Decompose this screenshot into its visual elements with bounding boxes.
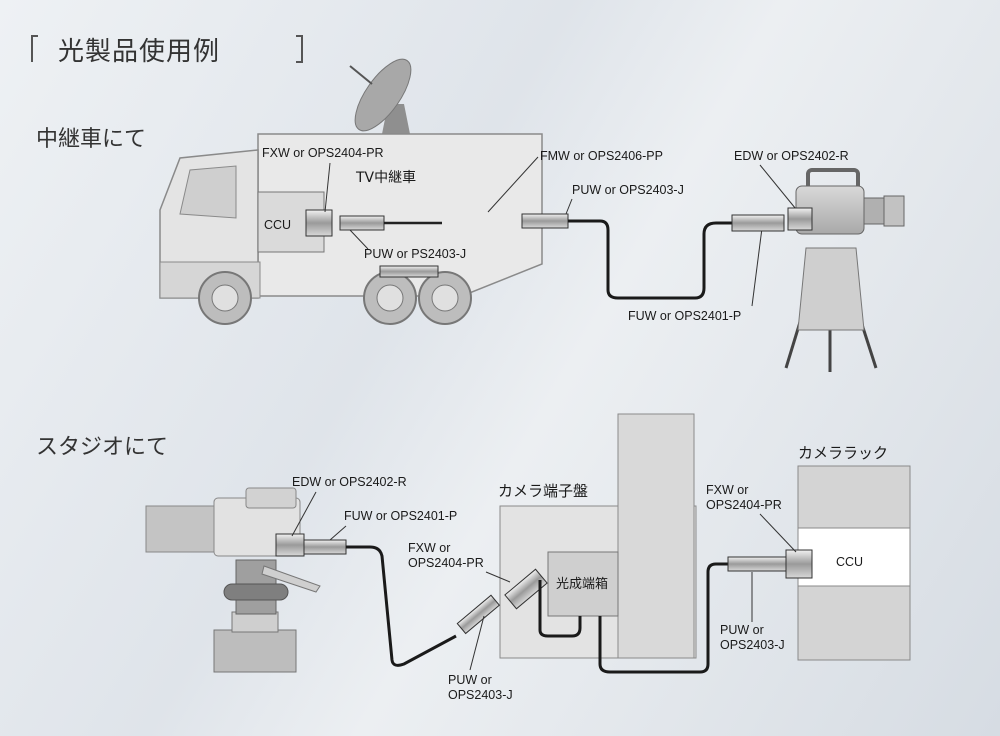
rack-ccu-label: CCU <box>836 555 863 569</box>
terminal-panel-label: カメラ端子盤 <box>498 482 588 500</box>
truck-fmw-label: FMW or OPS2406-PP <box>540 149 663 163</box>
panel-fxw-label-line1: FXW or <box>408 541 450 555</box>
truck-fxw-receptacle <box>305 209 333 237</box>
studio-edw-label: EDW or OPS2402-R <box>292 475 407 489</box>
truck-edw-leader <box>759 164 801 215</box>
studio-cable-run <box>303 539 787 674</box>
fuw-plug <box>731 214 785 232</box>
satellite-dish-icon <box>349 58 412 134</box>
rack-puw-label-line1: PUW or <box>720 623 764 637</box>
field-camera-icon <box>784 168 905 372</box>
truck-stored-plug <box>379 265 439 278</box>
studio-fuw-label: FUW or OPS2401-P <box>344 509 457 523</box>
section-studio-label: スタジオにて <box>36 435 168 460</box>
truck-puw-ps-label: PUW or PS2403-J <box>364 247 466 261</box>
truck-fxw-leader <box>324 162 331 213</box>
rack-puw-plug <box>727 556 787 572</box>
fmw-plug <box>521 213 569 229</box>
page-title: 光製品使用例 <box>31 35 303 67</box>
truck-name-label: TV中継車 <box>355 169 416 186</box>
camera-rack-label: カメララック <box>798 444 888 462</box>
truck-cable-run <box>521 213 785 300</box>
truck-illustration: CCU <box>159 58 543 325</box>
studio-puw-label-line1: PUW or <box>448 673 492 687</box>
truck-puw-label: PUW or OPS2403-J <box>572 183 684 197</box>
studio-puw-label-line2: OPS2403-J <box>448 688 513 702</box>
studio-puw-plug <box>456 594 501 635</box>
title-bracket-left <box>31 35 38 62</box>
truck-ccu-label: CCU <box>264 218 291 232</box>
rack-fxw-label-line2: OPS2404-PR <box>706 498 782 512</box>
studio-camera-icon <box>145 487 321 673</box>
studio-fuw-plug <box>303 539 347 555</box>
truck-window <box>179 165 237 219</box>
truck-fxw-label: FXW or OPS2404-PR <box>262 146 384 160</box>
title-text: 光製品使用例 <box>58 37 220 67</box>
panel-fxw-label-line2: OPS2404-PR <box>408 556 484 570</box>
truck-fuw-label: FUW or OPS2401-P <box>628 309 741 323</box>
optical-box-label: 光成端箱 <box>556 576 608 592</box>
truck-fuw-leader <box>751 227 763 307</box>
rack-puw-label-line2: OPS2403-J <box>720 638 785 652</box>
truck-puw-leader <box>565 198 573 215</box>
panel-fxw-receptacle <box>504 568 548 610</box>
studio-puw-leader <box>469 615 485 671</box>
truck-puw-plug <box>339 215 385 231</box>
studio-wall <box>617 413 695 659</box>
truck-fmw-leader <box>487 156 539 213</box>
truck-wheels <box>198 271 472 325</box>
rack-ccu-unit <box>797 527 911 587</box>
studio-fuw-leader <box>329 525 347 541</box>
rack-fxw-leader <box>759 513 797 553</box>
rack-fxw-receptacle <box>785 549 813 579</box>
truck-puw-ps-leader <box>349 229 369 250</box>
rack-fxw-label-line1: FXW or <box>706 483 748 497</box>
panel-fxw-leader <box>485 571 511 583</box>
section-truck-label: 中継車にて <box>36 127 146 152</box>
title-bracket-right <box>296 35 303 63</box>
truck-edw-label: EDW or OPS2402-R <box>734 149 849 163</box>
studio-edw-leader <box>291 491 317 537</box>
optical-box <box>547 551 619 617</box>
